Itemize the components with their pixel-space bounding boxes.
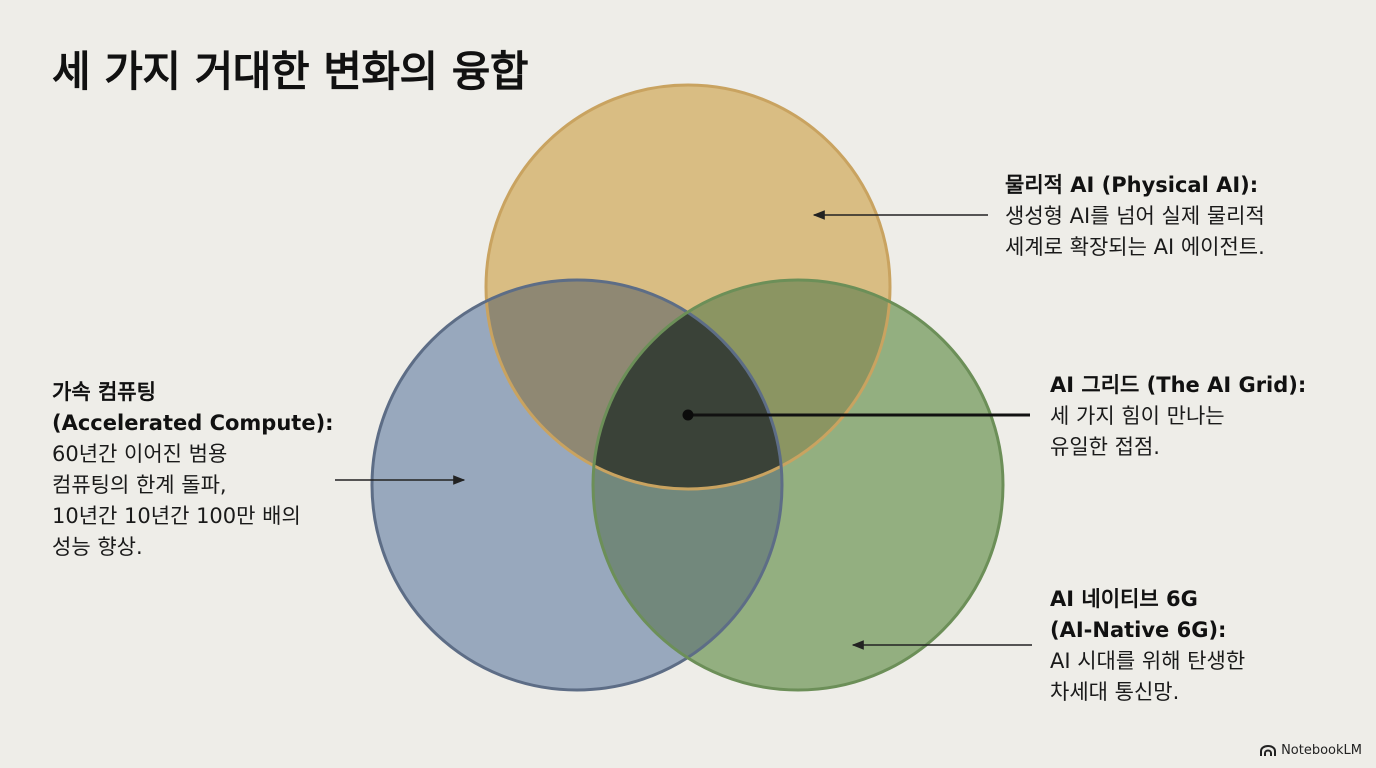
label-ai-native-6g-head: AI 네이티브 6G (AI-Native 6G): [1050,587,1227,642]
page-title: 세 가지 거대한 변화의 융합 [52,47,529,96]
label-ai-native-6g-desc: AI 시대를 위해 탄생한 차세대 통신망. [1050,649,1246,704]
brand-text: NotebookLM [1281,743,1362,758]
notebooklm-icon [1260,744,1277,756]
outline-accelerated-compute [370,278,784,692]
ai-grid-center-dot [682,409,694,421]
label-physical-ai-head: 물리적 AI (Physical AI): [1005,173,1259,197]
label-accelerated-compute-head: 가속 컴퓨팅 (Accelerated Compute): [52,380,334,435]
overlap-ai-grid [593,280,782,489]
label-ai-grid-desc: 세 가지 힘이 만나는 유일한 접점. [1050,404,1225,459]
label-physical-ai-desc: 생성형 AI를 넘어 실제 물리적 세계로 확장되는 AI 에이전트. [1005,204,1265,259]
outline-physical-ai [484,83,892,491]
notebooklm-brand: NotebookLM [1260,743,1362,758]
label-accelerated-compute: 가속 컴퓨팅 (Accelerated Compute): 60년간 이어진 범… [52,377,334,563]
label-accelerated-compute-desc: 60년간 이어진 범용 컴퓨팅의 한계 돌파, 10년간 10년간 100만 배… [52,442,301,559]
label-ai-native-6g: AI 네이티브 6G (AI-Native 6G): AI 시대를 위해 탄생한… [1050,584,1245,708]
outline-ai-native-6g [591,278,1005,692]
label-physical-ai: 물리적 AI (Physical AI): 생성형 AI를 넘어 실제 물리적 … [1005,170,1265,263]
label-ai-grid: AI 그리드 (The AI Grid): 세 가지 힘이 만나는 유일한 접점… [1050,370,1306,463]
label-ai-grid-head: AI 그리드 (The AI Grid): [1050,373,1307,397]
